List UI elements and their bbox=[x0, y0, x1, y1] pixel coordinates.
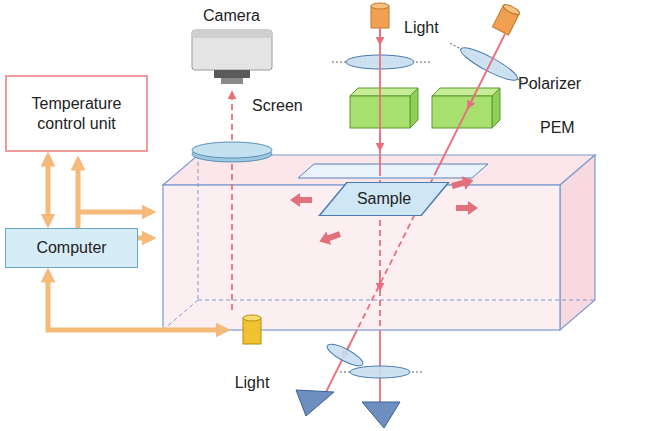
camera-beam bbox=[231, 92, 233, 310]
sample-chamber bbox=[163, 155, 595, 330]
polarizer-disc bbox=[332, 55, 430, 69]
camera-icon bbox=[192, 30, 272, 84]
screen-label: Screen bbox=[252, 96, 303, 115]
node-label: Sample bbox=[357, 189, 411, 208]
detector-prism bbox=[362, 402, 400, 428]
pem-label: PEM bbox=[540, 118, 575, 137]
light-source bbox=[492, 3, 520, 35]
control-arrow bbox=[46, 156, 51, 224]
analyzer-disc bbox=[340, 366, 422, 378]
light-source: Light bbox=[230, 312, 274, 392]
sample-plate: Sample bbox=[318, 182, 450, 216]
control-unit-box: Temperature control unit bbox=[5, 75, 148, 152]
detector-prism bbox=[296, 390, 334, 416]
pem-modulator bbox=[350, 88, 418, 128]
control-arrow bbox=[48, 272, 226, 330]
screen-plate bbox=[192, 142, 272, 162]
node-label: Computer bbox=[36, 238, 106, 257]
light-label: Light bbox=[404, 18, 439, 37]
camera-label: Camera bbox=[203, 6, 260, 25]
node-label: Temperature control unit bbox=[7, 94, 146, 132]
analyzer-disc bbox=[325, 340, 366, 369]
polarizer-label: Polarizer bbox=[518, 74, 581, 93]
pem-modulator bbox=[432, 88, 500, 128]
light-source bbox=[371, 3, 389, 28]
control-wiring bbox=[78, 160, 152, 238]
computer-box: Computer bbox=[5, 228, 138, 268]
stress-arrow bbox=[290, 174, 478, 249]
node-label: Light bbox=[235, 373, 270, 392]
